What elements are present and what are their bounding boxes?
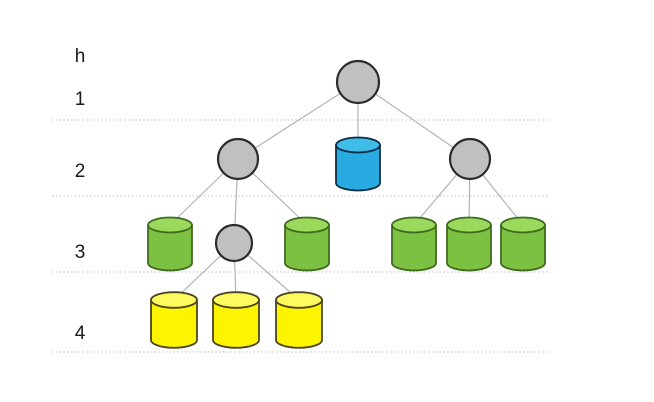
cylinder-body <box>150 299 198 349</box>
leaf-cylinder-yellow-3 <box>275 291 323 349</box>
level-label-4: 4 <box>75 323 86 344</box>
internal-node-mid <box>214 223 254 263</box>
cylinder-top <box>147 216 193 234</box>
leaf-cylinder-yellow-1 <box>150 291 198 349</box>
leaf-cylinder-green-5 <box>500 216 546 272</box>
cylinder-top <box>391 216 437 234</box>
internal-node-left <box>216 137 260 181</box>
level-label-1: 1 <box>75 89 86 110</box>
level-label-3: 3 <box>75 242 86 263</box>
leaf-cylinder-green-3 <box>391 216 437 272</box>
cylinder-top <box>150 291 198 309</box>
cylinder-body <box>275 299 323 349</box>
level-separators <box>52 119 548 353</box>
cylinder-body <box>446 224 492 272</box>
leaf-cylinder-yellow-2 <box>212 291 260 349</box>
internal-node-right <box>448 137 492 181</box>
cylinder-top <box>275 291 323 309</box>
cylinder-top <box>212 291 260 309</box>
tree-nodes <box>214 59 492 263</box>
cylinder-body <box>391 224 437 272</box>
root-node <box>335 59 381 105</box>
cylinder-top <box>500 216 546 234</box>
cylinder-body <box>147 224 193 272</box>
cylinder-top <box>284 216 330 234</box>
cylinder-body <box>335 144 381 192</box>
leaf-cylinders <box>147 136 546 349</box>
leaf-cylinder-green-2 <box>284 216 330 272</box>
edge-root-to-right <box>357 81 471 160</box>
cylinder-body <box>212 299 260 349</box>
level-axis-labels: h 1 2 3 4 <box>75 46 86 344</box>
cylinder-body <box>500 224 546 272</box>
cylinder-top <box>446 216 492 234</box>
leaf-cylinder-blue <box>335 136 381 192</box>
cylinder-top <box>335 136 381 154</box>
leaf-cylinder-green-4 <box>446 216 492 272</box>
edge-root-to-left <box>237 81 359 160</box>
level-label-2: 2 <box>75 161 86 182</box>
leaf-cylinder-green-1 <box>147 216 193 272</box>
cylinder-body <box>284 224 330 272</box>
axis-label-h: h <box>75 46 86 67</box>
